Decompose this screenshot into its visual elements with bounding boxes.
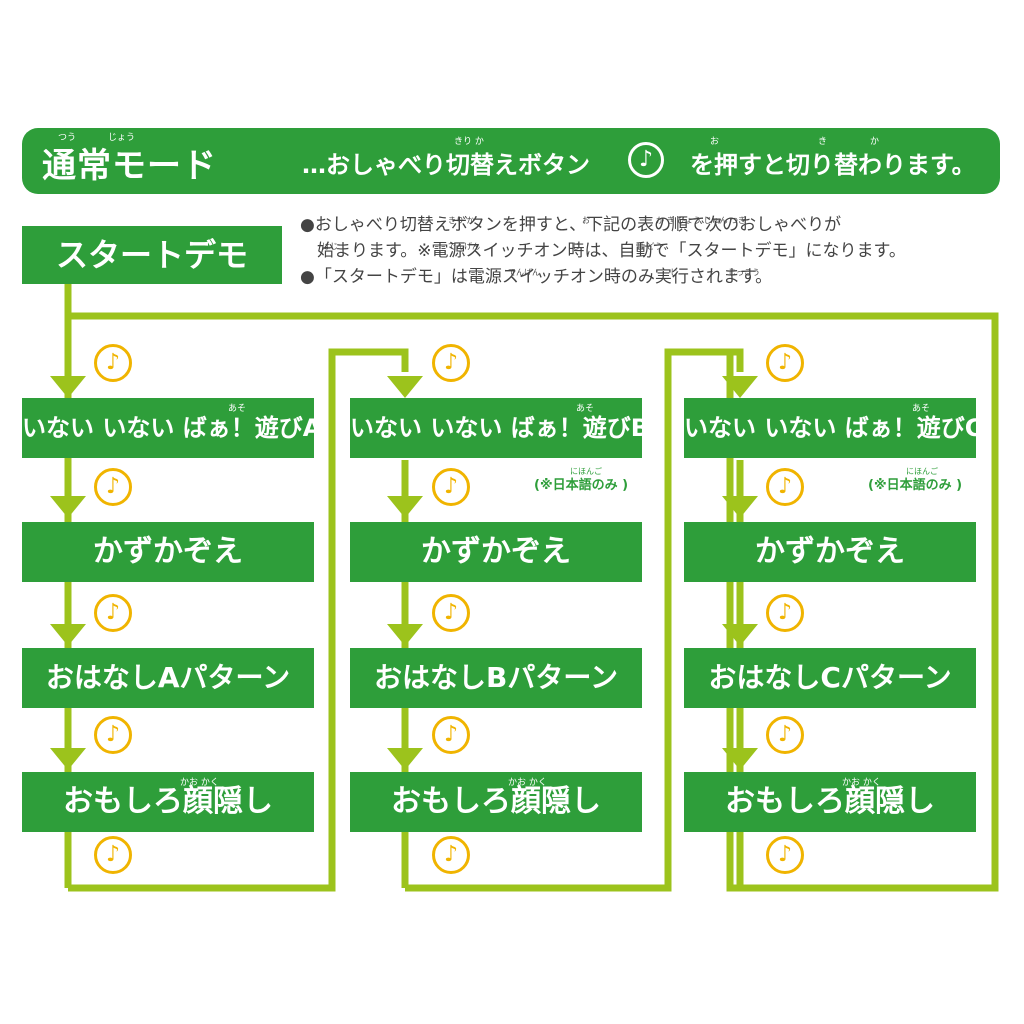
ruby-notes-3: か き ひょう じゅん つぎ <box>656 216 747 225</box>
ruby-kao-1: かお かく <box>180 778 219 788</box>
arrow-c2-3 <box>387 624 423 646</box>
music-note-icon: ♪ <box>766 594 804 632</box>
ruby-kirikae: きり か <box>454 137 484 147</box>
ruby-notes-2: お <box>582 216 590 225</box>
flow-box-peekaboo-a: いない いない ばぁ！遊びA <box>22 398 321 458</box>
music-note-icon: ♪ <box>94 594 132 632</box>
music-note-icon: ♪ <box>766 716 804 754</box>
music-note-icon: ♪ <box>432 716 470 754</box>
flow-box-face-1: おもしろ顔隠し <box>22 772 314 832</box>
ruby-notes-9: じ <box>670 268 678 277</box>
arrow-c2-1 <box>387 376 423 398</box>
ruby-osu: お <box>710 137 720 147</box>
flow-box-counting-2: かずかぞえ <box>350 522 642 582</box>
ruby-notes-4: はじ <box>322 242 338 251</box>
music-note-icon: ♪ <box>94 468 132 506</box>
notes-block: きり か お か き ひょう じゅん つぎ ●おしゃべり切替えボタンを押すと、下… <box>300 212 1000 290</box>
flow-box-peekaboo-b: いない いない ばぁ！遊びB <box>350 398 649 458</box>
japanese-only-b: (※日本語のみ ) <box>534 478 629 493</box>
music-note-icon: ♪ <box>432 594 470 632</box>
arrow-c3-2 <box>722 496 758 518</box>
ruby-nihongo-b: にほんご <box>570 467 602 476</box>
ruby-tsuu: つう <box>58 133 77 143</box>
ruby-kao-3: かお かく <box>842 778 881 788</box>
ruby-ka: か <box>870 137 880 147</box>
header-text-b: を押すと切り替わります。 <box>690 151 976 179</box>
start-demo-box: スタートデモ <box>22 226 282 284</box>
arrow-c1-2 <box>50 496 86 518</box>
header-text-a: …おしゃべり切替えボタン <box>302 151 590 179</box>
ruby-asobi-c: あそ <box>912 404 931 414</box>
arrow-c3-3 <box>722 624 758 646</box>
ruby-asobi-a: あそ <box>228 404 247 414</box>
music-note-icon: ♪ <box>766 344 804 382</box>
music-note-icon: ♪ <box>432 836 470 874</box>
flow-col1-to-col2 <box>68 348 409 892</box>
ruby-notes-8: でんげん <box>508 268 540 277</box>
arrow-c1-4 <box>50 748 86 770</box>
note-line-2: 始まります。※電源スイッチオン時は、自動で「スタートデモ」になります。 <box>300 241 906 261</box>
music-note-icon: ♪ <box>766 836 804 874</box>
note-line-3: ●「スタートデモ」は電源スイッチオン時のみ実行されます。 <box>300 267 773 287</box>
ruby-jou: じょう <box>108 133 136 143</box>
ruby-asobi-b: あそ <box>576 404 595 414</box>
japanese-only-c: (※日本語のみ ) <box>868 478 963 493</box>
ruby-notes-5: でんげん <box>448 242 480 251</box>
flow-box-counting-1: かずかぞえ <box>22 522 314 582</box>
ruby-nihongo-c: にほんご <box>906 467 938 476</box>
ruby-kao-2: かお かく <box>508 778 547 788</box>
music-note-icon: ♪ <box>628 142 664 178</box>
flow-col2-to-col3 <box>405 348 744 892</box>
music-note-icon: ♪ <box>94 716 132 754</box>
ruby-notes-10: じっこう <box>728 268 760 277</box>
ruby-notes-7: じ どう <box>636 242 663 251</box>
music-note-icon: ♪ <box>432 468 470 506</box>
mode-header: つう じょう 通常モード きり か …おしゃべり切替えボタン ♪ お き か を… <box>22 128 1000 194</box>
ruby-ki: き <box>818 137 828 147</box>
flow-box-story-b: おはなしBパターン <box>350 648 642 708</box>
music-note-icon: ♪ <box>432 344 470 382</box>
arrow-c2-4 <box>387 748 423 770</box>
arrow-c3-1 <box>722 376 758 398</box>
flow-box-face-3: おもしろ顔隠し <box>684 772 976 832</box>
flow-arrows <box>50 376 758 770</box>
music-note-icon: ♪ <box>766 468 804 506</box>
ruby-notes-1: きり か <box>448 216 475 225</box>
arrow-c1-1 <box>50 376 86 398</box>
note-line-1: ●おしゃべり切替えボタンを押すと、下記の表の順で次のおしゃべりが <box>300 215 842 235</box>
music-note-icon: ♪ <box>94 836 132 874</box>
flow-box-face-2: おもしろ顔隠し <box>350 772 642 832</box>
mode-title: 通常モード <box>42 146 217 186</box>
arrow-c3-4 <box>722 748 758 770</box>
flow-box-counting-3: かずかぞえ <box>684 522 976 582</box>
flow-box-peekaboo-c: いない いない ばぁ！遊びC <box>684 398 982 458</box>
music-note-icon: ♪ <box>94 344 132 382</box>
arrow-c2-2 <box>387 496 423 518</box>
flow-box-story-c: おはなしCパターン <box>684 648 976 708</box>
flow-box-story-a: おはなしAパターン <box>22 648 314 708</box>
ruby-notes-6: じ <box>572 242 580 251</box>
arrow-c1-3 <box>50 624 86 646</box>
